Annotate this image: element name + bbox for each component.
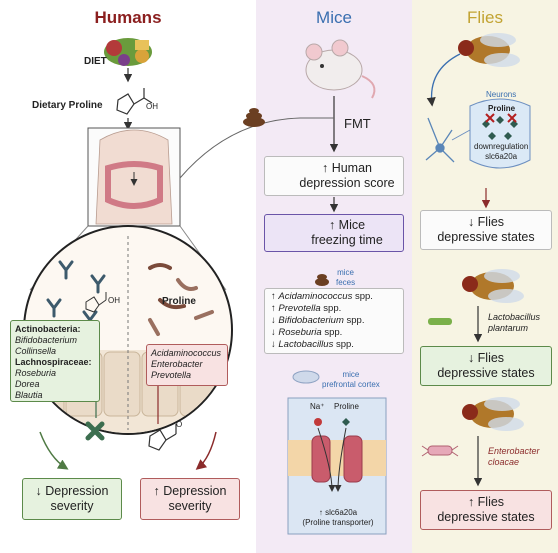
na-label: Na⁺ (310, 402, 325, 411)
enterobacter-label: Enterobacter cloacae (488, 446, 540, 467)
freezing-time-box: ↑ Mice freezing time (264, 214, 404, 252)
proline-structure-left-icon (85, 292, 107, 313)
depression-down-box: ↓ Depression severity (22, 478, 122, 520)
human-to-mouse-curve (179, 117, 301, 179)
fly-icon-middle (462, 269, 524, 303)
fly-icon-bottom (462, 397, 524, 431)
flies-title: Flies (467, 8, 503, 27)
taxon-row: ↑ Acidaminococcus spp. (271, 291, 373, 302)
flies-state-box-2: ↓ Flies depressive states (420, 346, 552, 386)
flies-proline-label: Proline (488, 104, 516, 113)
feces-taxa-box: ↑ Acidaminococcus spp. ↑ Prevotella spp.… (264, 288, 404, 354)
mice-feces-label: mice feces (336, 268, 356, 287)
human-score-box: ↑ Human depression score (264, 156, 404, 196)
synapse-icon (469, 98, 531, 169)
diet-label: DIET (84, 56, 107, 67)
transporter-proline-label: Proline (334, 402, 359, 411)
food-icon (104, 38, 152, 66)
o-label-circle: O (176, 420, 183, 429)
humans-title: Humans (94, 8, 162, 27)
taxon-row: ↑ Prevotella spp. (271, 303, 342, 314)
taxon-row: ↓ Bifidobacterium spp. (271, 315, 365, 326)
actinobacteria-box: Actinobacteria: Bifidobacterium Collinse… (10, 320, 100, 402)
fmt-label: FMT (344, 116, 371, 131)
blocked-x-icon (85, 421, 105, 441)
depression-up-box: ↑ Depression severity (140, 478, 240, 520)
neuron-to-synapse-line (451, 129, 471, 141)
mice-feces-icon (315, 274, 329, 286)
pfc-label: mice prefrontal cortex (322, 370, 380, 389)
oh-label-circle: OH (108, 296, 120, 305)
fly-to-neuron-arrow (426, 53, 461, 107)
taxon-row: ↓ Roseburia spp. (271, 327, 343, 338)
proline-label-circle: Proline (162, 296, 196, 307)
mice-title: Mice (316, 8, 352, 27)
transporter-diagram (287, 397, 387, 535)
enriched-bacteria-box: Acidaminococcus Enterobacter Prevotella (146, 344, 228, 386)
arrow-to-down-outcome (39, 431, 69, 470)
neurons-label: Neurons (486, 90, 517, 99)
downregulation-label: downregulation slc6a20a (474, 142, 529, 161)
lactobacillus-icon (428, 318, 452, 325)
transporter-label: ↑ slc6a20a (Proline transporter) (302, 508, 374, 527)
mouse-icon (305, 39, 376, 99)
enterobacter-icon (421, 445, 459, 457)
feces-icon (243, 108, 265, 127)
proline-structure-icon (116, 88, 153, 115)
dietary-proline-label: Dietary Proline (32, 100, 103, 111)
proline-structure-right-icon (148, 424, 177, 451)
oh-label-top: OH (146, 102, 158, 111)
arrow-to-up-outcome (195, 431, 217, 470)
lactobacillus-label: Lactobacillus plantarum (488, 312, 541, 333)
taxon-row: ↓ Lactobacillus spp. (271, 339, 354, 350)
flies-state-box-1: ↓ Flies depressive states (420, 210, 552, 250)
fly-icon-top (458, 33, 520, 67)
neuron-icon (425, 117, 455, 163)
flies-state-box-3: ↑ Flies depressive states (420, 490, 552, 530)
brain-icon (292, 370, 320, 384)
